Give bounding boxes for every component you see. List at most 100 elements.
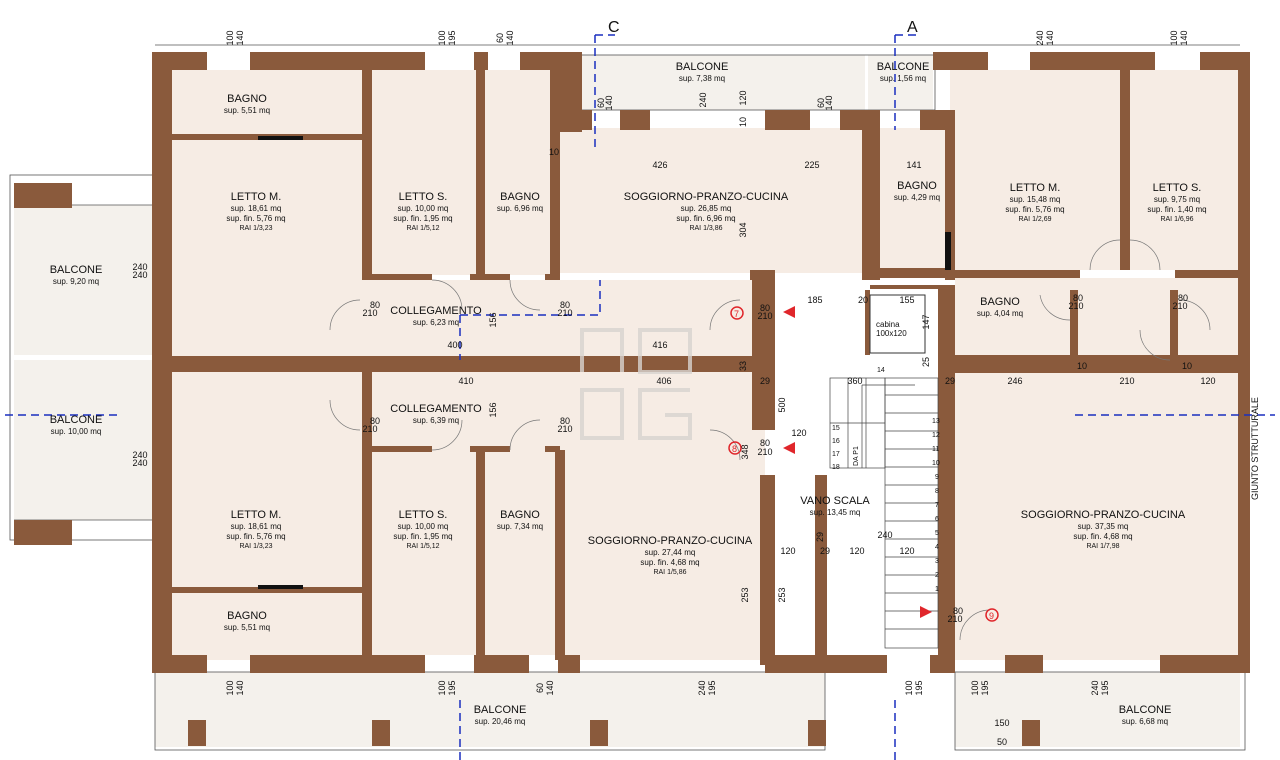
room-name: BAGNO — [500, 509, 540, 521]
dimension: 140 — [505, 30, 515, 45]
room-name: LETTO S. — [399, 509, 448, 521]
dimension: 140 — [824, 95, 834, 110]
balcony-sup: sup. 9,20 mq — [53, 277, 99, 286]
dimension: 80 — [370, 416, 380, 426]
dimension: 195 — [980, 680, 990, 695]
balcony-name: BALCONE — [50, 264, 103, 276]
stair-step: 10 — [932, 460, 940, 467]
stair-step: 7 — [935, 502, 939, 509]
dimension: 10 — [738, 117, 748, 127]
room-fin: sup. fin. 1,40 mq — [1147, 205, 1206, 214]
room-name: COLLEGAMENTO — [390, 403, 482, 415]
balcony-sup: sup. 7,38 mq — [679, 74, 725, 83]
dimension: 185 — [807, 295, 822, 305]
dimension: 10 — [549, 147, 559, 157]
dimension: 33 — [738, 361, 748, 371]
room-fin: sup. fin. 1,95 mq — [393, 214, 452, 223]
dimension: 195 — [447, 680, 457, 695]
dimension: 60 — [535, 683, 545, 693]
dimension: 120 — [791, 428, 806, 438]
dimension: 100 — [970, 680, 980, 695]
lift-shaft — [869, 294, 926, 354]
dimension: 156 — [488, 312, 498, 327]
dimension: 195 — [707, 680, 717, 695]
balcone-w1-area — [14, 205, 154, 355]
dimension: 240 — [877, 530, 892, 540]
stair-step: 18 — [832, 464, 840, 471]
dimension: 240 — [697, 680, 707, 695]
stair-step: 15 — [832, 425, 840, 432]
dimension: 100 — [225, 680, 235, 695]
stair-step: 11 — [932, 446, 939, 453]
balcone-n-area — [575, 55, 865, 110]
section-a-label: A — [907, 19, 918, 36]
dimension: 60 — [596, 98, 606, 108]
balcone-ne-area — [868, 55, 933, 110]
dimension: 210 — [362, 424, 377, 434]
room-name: SOGGIORNO-PRANZO-CUCINA — [624, 191, 789, 203]
dimension: 240 — [132, 262, 147, 272]
door-number-9: 9 — [989, 611, 994, 621]
dimension: 416 — [652, 340, 667, 350]
dimension: 195 — [1100, 680, 1110, 695]
stair-step: 13 — [932, 418, 940, 425]
room-name: LETTO M. — [231, 509, 282, 521]
dimension: 29 — [815, 532, 825, 542]
balcony-sup: sup. 1,56 mq — [880, 74, 926, 83]
stair-step: 1 — [935, 586, 939, 593]
dimension: 156 — [488, 402, 498, 417]
dimension: 246 — [1007, 376, 1022, 386]
dimension: 240 — [132, 450, 147, 460]
dimension: 210 — [757, 311, 772, 321]
dimension: 29 — [820, 546, 830, 556]
room-name: VANO SCALA — [800, 495, 870, 507]
room-sup: sup. 10,00 mq — [398, 204, 449, 213]
room-sup: sup. 37,35 mq — [1078, 522, 1129, 531]
room-sup: sup. 5,51 mq — [224, 623, 270, 632]
room-sup: sup. 6,96 mq — [497, 204, 543, 213]
dimension: 80 — [370, 300, 380, 310]
room-fin: sup. fin. 5,76 mq — [226, 214, 285, 223]
dimension: 25 — [921, 357, 931, 367]
dimension: 60 — [495, 33, 505, 43]
stair-step: 5 — [935, 530, 939, 537]
room-sup: sup. 5,51 mq — [224, 106, 270, 115]
room-sup: sup. 18,61 mq — [231, 522, 282, 531]
room-sup: sup. 18,61 mq — [231, 204, 282, 213]
dimension: 120 — [738, 90, 748, 105]
room-name: BAGNO — [227, 93, 267, 105]
dimension: 140 — [235, 30, 245, 45]
room-rai: RAI 1/5,12 — [406, 543, 439, 550]
dimension: 140 — [235, 680, 245, 695]
dimension: 210 — [1119, 376, 1134, 386]
dimension: 253 — [740, 587, 750, 602]
room-sup: sup. 6,39 mq — [413, 416, 459, 425]
dimension: 10 — [1182, 361, 1192, 371]
balcony-sup: sup. 20,46 mq — [475, 717, 526, 726]
dimension: 210 — [757, 447, 772, 457]
room-sup: sup. 13,45 mq — [810, 508, 861, 517]
room-fin: sup. fin. 1,95 mq — [393, 532, 452, 541]
dimension: 195 — [914, 680, 924, 695]
balcone-s-area — [155, 672, 825, 747]
stair-step: 14 — [877, 367, 885, 374]
dimension: 80 — [1178, 293, 1188, 303]
door-number-7: 7 — [734, 309, 739, 319]
dimension: 20 — [858, 295, 868, 305]
balcony-sup: sup. 6,68 mq — [1122, 717, 1168, 726]
door-number-8: 8 — [732, 444, 737, 454]
dimension: 253 — [777, 587, 787, 602]
dimension: 100 — [904, 680, 914, 695]
dimension: 140 — [1045, 30, 1055, 45]
room-rai: RAI 1/3,23 — [239, 543, 272, 550]
balcony-name: BALCONE — [1119, 704, 1172, 716]
stair-step: 17 — [832, 451, 840, 458]
room-name: BAGNO — [897, 180, 937, 192]
section-c-label: C — [608, 19, 620, 36]
dimension: 155 — [899, 295, 914, 305]
dimension: 100 — [225, 30, 235, 45]
room-sup: sup. 7,34 mq — [497, 522, 543, 531]
dimension: 406 — [656, 376, 671, 386]
dimension: 140 — [604, 95, 614, 110]
